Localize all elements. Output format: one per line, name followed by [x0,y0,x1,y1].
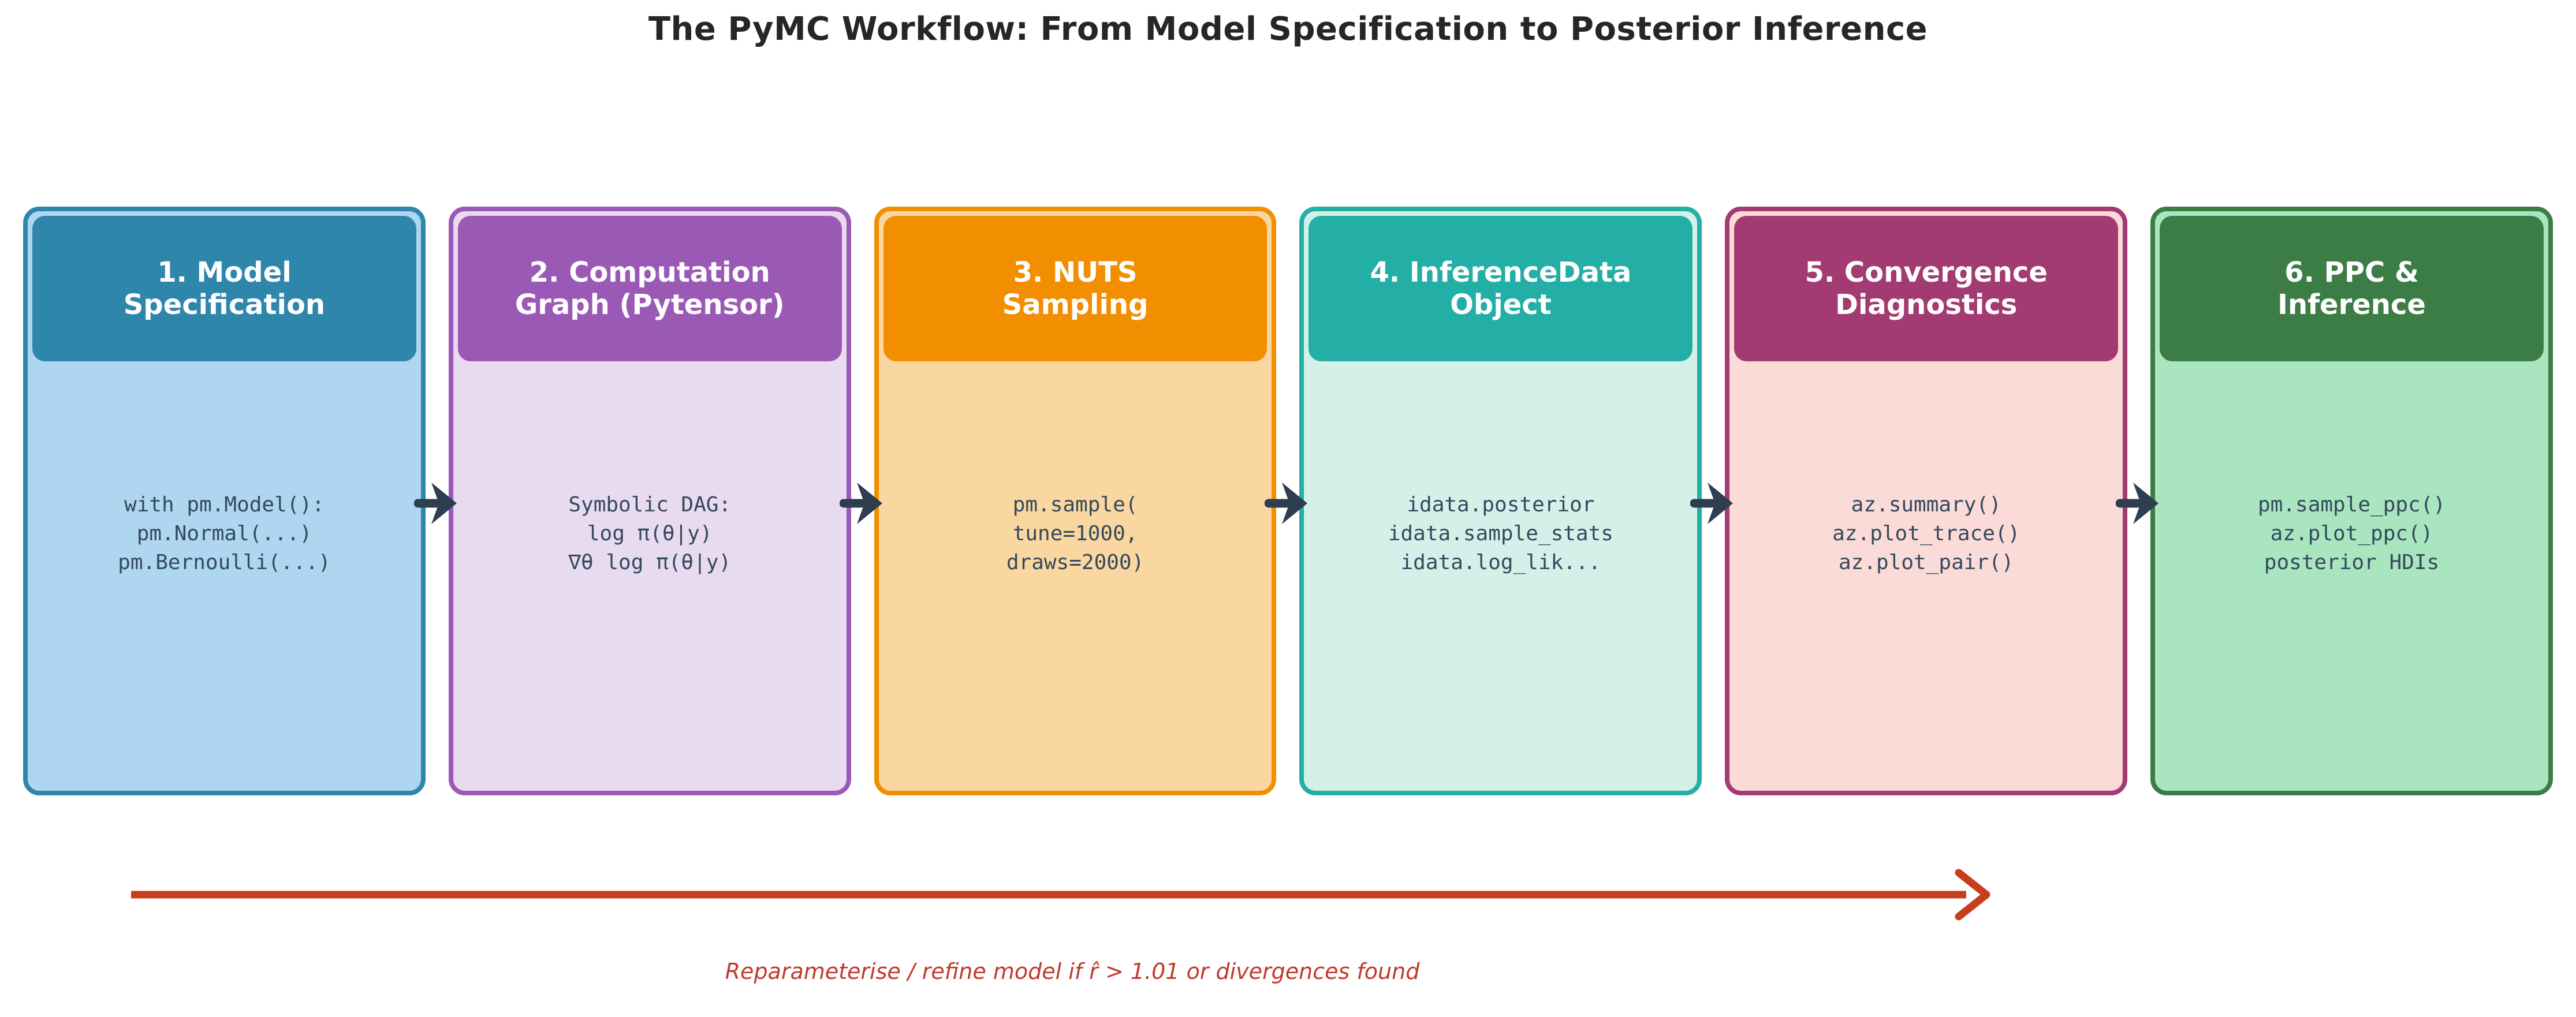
stage-code-text: pm.sample( tune=1000, draws=2000) [1006,493,1145,574]
stage-box-computation-graph: 2. Computation Graph (Pytensor) Symbolic… [448,207,851,795]
stage-code-text: Symbolic DAG: log π(θ|y) ∇θ log π(θ|y) [568,493,732,574]
stage-box-convergence-diagnostics: 5. Convergence Diagnostics az.summary() … [1725,207,2128,795]
stage-header-label: 3. NUTS Sampling [1002,256,1149,321]
stage-header: 3. NUTS Sampling [883,216,1268,361]
stage-header: 4. InferenceData Object [1308,216,1693,361]
stage-header-label: 4. InferenceData Object [1370,256,1632,321]
stages-row: 1. Model Specification with pm.Model(): … [23,207,2553,795]
stage-header-label: 6. PPC & Inference [2277,256,2426,321]
flow-arrow-icon [2116,483,2159,524]
feedback-label: Reparameterise / refine model if r̂ > 1.… [725,959,1420,984]
diagram-title: The PyMC Workflow: From Model Specificat… [648,10,1928,48]
stage-code-text: pm.sample_ppc() az.plot_ppc() posterior … [2258,493,2446,574]
feedback-arrow-icon [131,869,1990,921]
stage-header-label: 2. Computation Graph (Pytensor) [515,256,785,321]
flow-arrow-icon [414,483,457,524]
stage-box-model-specification: 1. Model Specification with pm.Model(): … [23,207,426,795]
stage-box-inferencedata-object: 4. InferenceData Object idata.posterior … [1299,207,1702,795]
stage-box-nuts-sampling: 3. NUTS Sampling pm.sample( tune=1000, d… [874,207,1277,795]
stage-header: 1. Model Specification [32,216,416,361]
stage-header: 6. PPC & Inference [2160,216,2544,361]
stage-code-text: idata.posterior idata.sample_stats idata… [1388,493,1613,574]
stage-code-text: with pm.Model(): pm.Normal(...) pm.Berno… [118,493,331,574]
flow-arrow-icon [840,483,882,524]
stage-header-label: 5. Convergence Diagnostics [1805,256,2048,321]
stage-header: 2. Computation Graph (Pytensor) [457,216,842,361]
flow-arrow-icon [1690,483,1733,524]
stage-box-ppc-inference: 6. PPC & Inference pm.sample_ppc() az.pl… [2150,207,2553,795]
flow-arrow-icon [1265,483,1307,524]
stage-code-text: az.summary() az.plot_trace() az.plot_pai… [1832,493,2020,574]
stage-header: 5. Convergence Diagnostics [1734,216,2119,361]
stage-header-label: 1. Model Specification [123,256,326,321]
